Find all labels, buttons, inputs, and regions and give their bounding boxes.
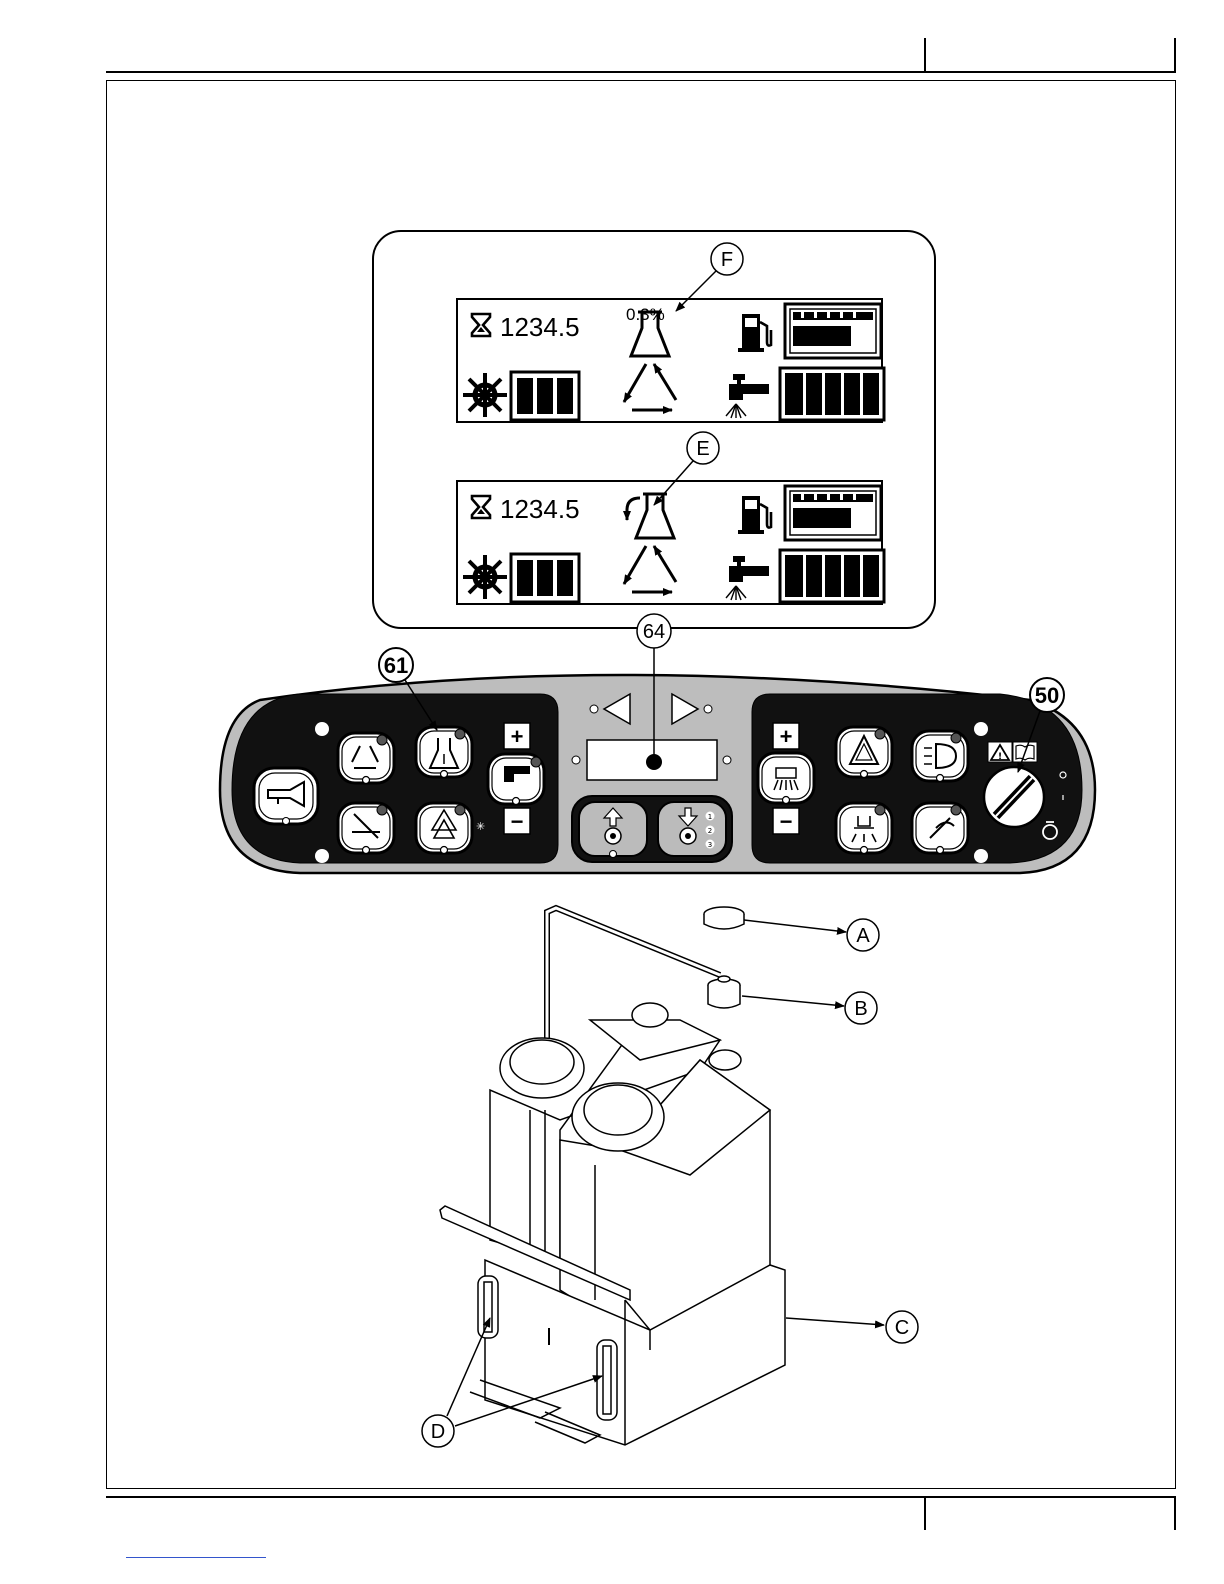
svg-text:1: 1 bbox=[708, 813, 712, 821]
callout-50: 50 bbox=[1035, 683, 1059, 708]
recycle-mode-button[interactable] bbox=[338, 733, 394, 784]
callout-C: C bbox=[895, 1317, 909, 1339]
battery-gauge-icon bbox=[511, 554, 579, 602]
lcd-screen-top: 1234.5 0.3% bbox=[457, 299, 884, 422]
callout-D: D bbox=[431, 1421, 445, 1443]
sun-icon bbox=[463, 555, 507, 599]
lcd-screen-bottom: 1234.5 bbox=[457, 481, 884, 604]
callout-B: B bbox=[854, 998, 867, 1020]
battery-gauge-icon bbox=[511, 372, 579, 420]
water-plus-button[interactable]: + bbox=[504, 723, 530, 749]
brush-pressure-button[interactable] bbox=[758, 753, 814, 804]
svg-text:3: 3 bbox=[708, 841, 712, 849]
svg-text:2: 2 bbox=[708, 827, 712, 835]
svg-text:−: − bbox=[511, 809, 524, 834]
hours-readout-bottom: 1234.5 bbox=[500, 494, 580, 524]
mode-legend-icon: ✳ bbox=[476, 820, 485, 833]
svg-text:+: + bbox=[780, 724, 793, 749]
headlight-button[interactable] bbox=[912, 731, 968, 782]
water-minus-button[interactable]: − bbox=[504, 808, 530, 834]
detergent-tank-illustration bbox=[440, 907, 785, 1445]
key-switch-icon[interactable] bbox=[984, 767, 1044, 827]
callout-61: 61 bbox=[384, 653, 408, 678]
eco-mode-button[interactable] bbox=[416, 803, 472, 854]
warning-icon: ! bbox=[988, 742, 1012, 762]
side-brush-button[interactable] bbox=[912, 803, 968, 854]
cap-A bbox=[704, 907, 744, 929]
brush-down-button[interactable]: 1 2 3 bbox=[658, 802, 726, 856]
water-flow-button[interactable] bbox=[488, 754, 544, 805]
hours-readout-top: 1234.5 bbox=[500, 312, 580, 342]
callout-A: A bbox=[856, 925, 870, 947]
svg-text:+: + bbox=[511, 724, 524, 749]
detergent-button[interactable] bbox=[416, 727, 472, 778]
vacuum-button[interactable] bbox=[836, 803, 892, 854]
fuel-gauge-icon bbox=[785, 486, 881, 540]
horn-button[interactable] bbox=[254, 768, 318, 825]
brush-up-button[interactable] bbox=[579, 802, 647, 858]
svg-text:!: ! bbox=[998, 752, 1002, 762]
water-gauge-icon bbox=[780, 368, 884, 420]
hazard-button[interactable] bbox=[836, 727, 892, 778]
fitting-B bbox=[708, 976, 740, 1008]
callout-E: E bbox=[696, 438, 709, 460]
svg-text:−: − bbox=[780, 809, 793, 834]
squeegee-button[interactable] bbox=[338, 803, 394, 854]
control-panel: + − ✳ bbox=[220, 675, 1095, 873]
sun-icon bbox=[463, 373, 507, 417]
water-gauge-icon bbox=[780, 550, 884, 602]
brush-minus-button[interactable]: − bbox=[773, 808, 799, 834]
fuel-gauge-icon bbox=[785, 304, 881, 358]
callout-64: 64 bbox=[643, 621, 665, 643]
brush-plus-button[interactable]: + bbox=[773, 723, 799, 749]
callout-F: F bbox=[721, 249, 733, 271]
